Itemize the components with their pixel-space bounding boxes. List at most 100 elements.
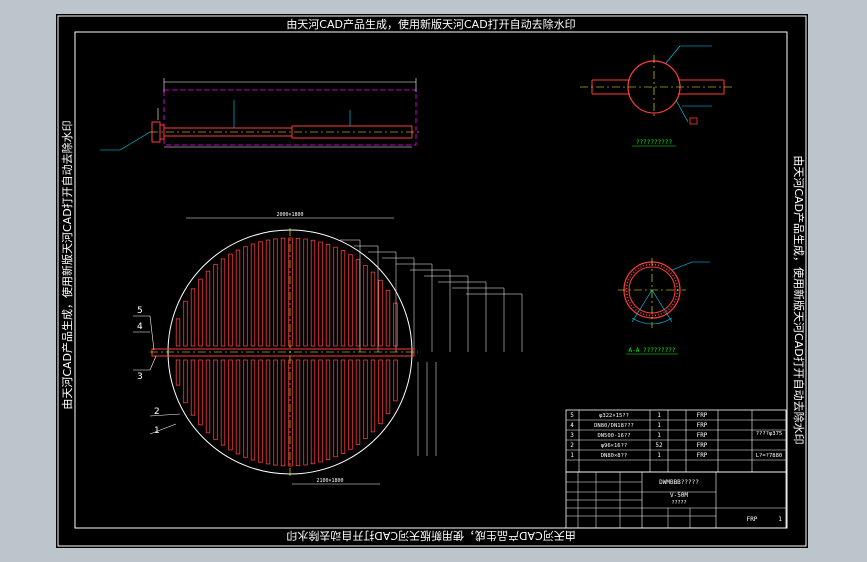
lateral-pipe [190,288,196,347]
lateral-pipe [183,359,188,404]
lateral-pipe [220,359,226,446]
lateral-pipe [273,359,278,466]
lateral-pipe [310,239,316,347]
lateral-pipe [288,237,293,347]
lateral-pipe [295,237,301,347]
callout-1: 1 [154,426,160,436]
lateral-pipe [258,359,263,463]
lateral-pipe [378,279,383,347]
bom-mat: FRP [697,422,708,429]
lateral-pipe [265,359,271,465]
dimension-leader [452,287,505,352]
lateral-pipe [213,359,218,440]
material-text: FRP [747,516,758,523]
lateral-pipe [318,241,323,347]
dimension-leader [410,269,451,352]
top-dim-label: 2000×1800 [276,212,303,218]
lateral-pipe [243,359,248,458]
lateral-pipe [325,359,331,461]
lateral-pipe [228,359,233,451]
lateral-pipe [273,238,278,347]
inner-frame [74,31,788,529]
lateral-pipe [363,264,368,347]
lateral-pipe [355,359,361,445]
scale-text: V-50M [670,492,688,499]
lateral-pipe [370,271,376,347]
lateral-pipe [370,359,376,433]
lateral-pipe [250,359,256,461]
bom-mat: FRP [697,442,708,449]
bom-no: 4 [570,422,574,429]
lateral-pipe [385,289,391,347]
bom-name: DN500-16?? [597,433,630,439]
lateral-pipe [175,318,181,347]
bom-qty: 52 [655,442,663,449]
detail-caption: ?????????? [636,139,673,146]
bom-qty: 1 [657,422,661,429]
lateral-pipe [265,239,271,347]
lateral-pipe [378,359,383,425]
lateral-pipe [220,258,226,347]
branch-detail-view: ?????????? [580,45,732,147]
bom-note: L?=?7880 [756,453,783,459]
watermark-top: 由天河CAD产品生成，使用新版天河CAD打开自动去除水印 [286,17,575,31]
dimension-leader [396,263,433,352]
lateral-pipe [235,249,241,347]
bottom-dim-label: 2100×1800 [316,478,343,484]
callout-2: 2 [154,407,160,417]
watermark-bottom: 由天河CAD产品生成，使用新版天河CAD打开自动去除水印 [286,529,575,543]
watermark-left: 由天河CAD产品生成，使用新版天河CAD打开自动去除水印 [60,120,74,409]
pipe-elevation-view [100,78,420,151]
lateral-pipe [198,278,203,347]
bom-mat: FRP [697,432,708,439]
dimension-leader [340,239,361,352]
sheet-text: ????? [671,500,686,506]
bom-name: DN80×8?? [601,453,628,459]
dimension-leader [368,251,397,352]
lateral-pipe [175,359,181,386]
dimension-leader [354,245,379,352]
lateral-pipe [340,359,346,454]
lateral-pipe [318,359,323,463]
lateral-pipe [325,243,331,347]
lateral-pipe [235,359,241,455]
lateral-pipe [295,359,301,467]
dimension-leader [438,281,487,352]
watermark-right: 由天河CAD产品生成，使用新版天河CAD打开自动去除水印 [792,155,806,444]
bom-no: 2 [570,442,574,449]
lateral-pipe [288,359,293,467]
lateral-pipe [258,241,263,347]
lateral-pipe [348,359,353,450]
lateral-pipe [183,300,188,347]
lateral-pipe [198,359,203,426]
bom-no: 5 [570,412,574,419]
callout-4: 4 [137,322,143,332]
drawing-number: DWMBBB????? [659,479,699,486]
callout-3: 3 [137,372,143,382]
lateral-pipe [190,359,196,416]
bom-note: ????φ375 [756,431,783,437]
outer-frame [57,15,807,547]
bom-mat: FRP [697,412,708,419]
lateral-pipe [250,243,256,347]
lateral-pipe [310,359,316,465]
dimension-lines [340,239,523,456]
header-pipe [151,348,415,357]
lateral-pipe [213,264,218,347]
bom-no: 3 [570,432,574,439]
section-caption: A-A ????????? [629,347,676,354]
bom-mat: FRP [697,452,708,459]
lateral-pipe [303,238,308,347]
bom-name: φ96×16?? [601,443,628,449]
lateral-pipe [205,359,211,434]
lateral-pipe [205,270,211,347]
part-callouts: 5 4 3 2 1 [133,306,181,436]
dimension-leader [382,257,415,352]
dimension-leader [466,293,523,352]
callout-5: 5 [137,306,143,316]
bom-name: φ322×15?? [599,413,629,419]
lateral-pipe [243,246,248,347]
lateral-pipe [348,254,353,347]
